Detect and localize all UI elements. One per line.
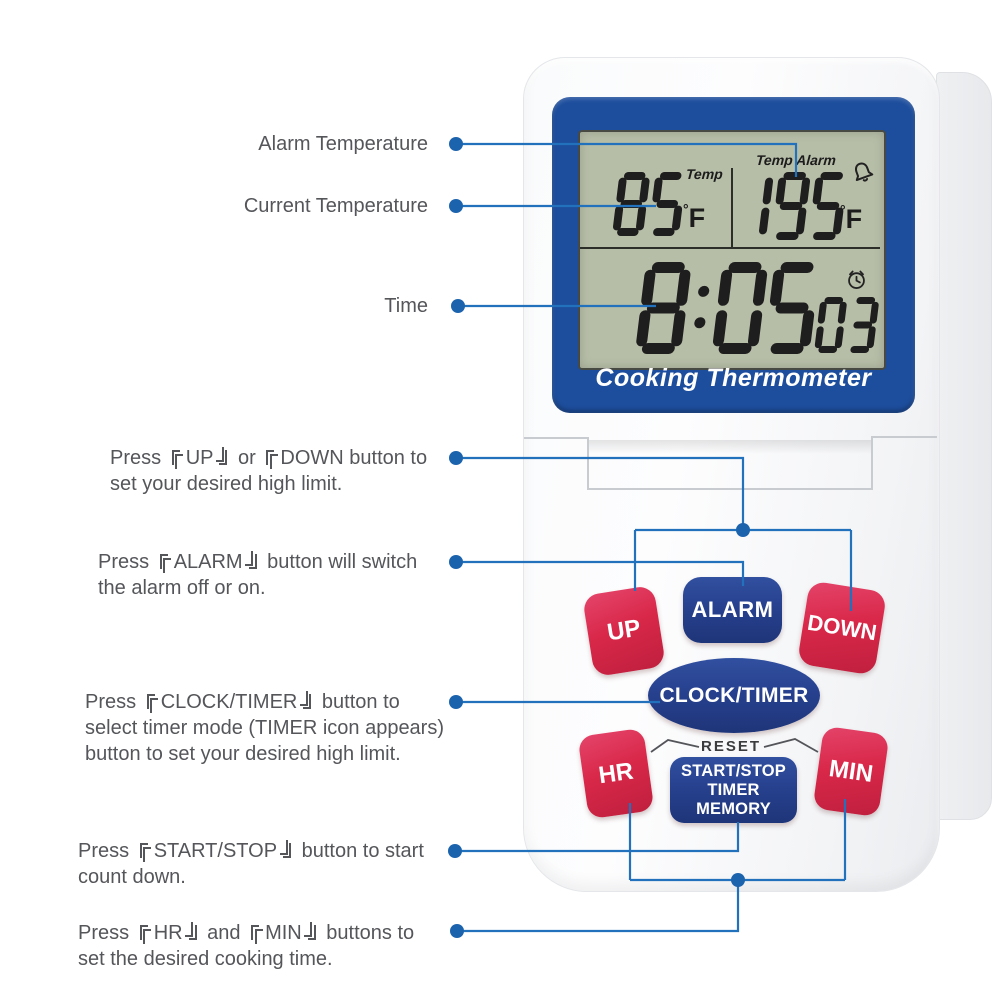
clock-timer-button[interactable]: CLOCK/TIMER xyxy=(648,658,820,733)
annotation-clock-timer-line3: button to set your desired high limit. xyxy=(85,743,401,765)
annotation-clock-timer-line2: select timer mode (TIMER icon appears) xyxy=(85,717,445,739)
annotation-up-down-line1: Press UP or DOWN button to xyxy=(110,446,428,469)
clock-seconds-digits xyxy=(806,297,890,358)
lcd-divider-vertical xyxy=(731,168,733,248)
down-button-label: DOWN xyxy=(805,609,879,646)
hr-button-label: HR xyxy=(596,757,635,789)
alarm-temp-digits xyxy=(726,172,857,245)
display-caption: Cooking Thermometer xyxy=(595,364,872,392)
annotation-hr-min-line1: Press HR and MIN buttons to xyxy=(78,921,415,944)
annotation-clock-timer: Press CLOCK/TIMER button to select timer… xyxy=(85,689,444,767)
annotation-up-down: Press UP or DOWN button to set your desi… xyxy=(110,445,427,497)
up-button[interactable]: UP xyxy=(582,584,666,678)
bell-icon xyxy=(854,162,874,182)
lcd-divider-horizontal xyxy=(580,247,880,249)
annotation-up-down-line2: set your desired high limit. xyxy=(110,473,343,495)
fahrenheit-unit-current: °F xyxy=(683,201,706,233)
down-button[interactable]: DOWN xyxy=(796,580,888,676)
current-temp-digits xyxy=(604,172,696,241)
reset-label: RESET xyxy=(701,738,762,755)
device-back-panel xyxy=(936,72,992,820)
annotation-start-stop-line1: Press START/STOP button to start xyxy=(78,839,424,862)
annotation-current-temperature: Current Temperature xyxy=(243,195,428,217)
start-stop-button[interactable]: START/STOP TIMER MEMORY xyxy=(670,757,797,823)
up-button-label: UP xyxy=(605,614,643,647)
clock-timer-button-label: CLOCK/TIMER xyxy=(659,683,809,707)
alarm-button-label: ALARM xyxy=(691,597,774,622)
min-button-label: MIN xyxy=(827,754,875,788)
annotation-start-stop: Press START/STOP button to start count d… xyxy=(78,838,424,890)
temp-alarm-label: Temp Alarm xyxy=(755,152,837,168)
annotation-alarm-line2: the alarm off or on. xyxy=(98,577,266,599)
alarm-button[interactable]: ALARM xyxy=(683,577,782,643)
annotation-hr-min-line2: set the desired cooking time. xyxy=(78,948,333,970)
annotation-hr-min: Press HR and MIN buttons to set the desi… xyxy=(78,920,414,972)
clock-time-digits xyxy=(627,262,828,359)
start-stop-button-label: START/STOP xyxy=(681,761,786,780)
annotation-alarm: Press ALARM button will switch the alarm… xyxy=(98,549,417,601)
annotation-time: Time xyxy=(384,295,428,317)
hr-button[interactable]: HR xyxy=(577,727,655,820)
alarm-clock-icon xyxy=(848,270,865,289)
min-button[interactable]: MIN xyxy=(812,725,890,818)
annotation-alarm-line1: Press ALARM button will switch xyxy=(98,550,418,573)
annotation-start-stop-line2: count down. xyxy=(78,866,186,888)
timer-memory-label: TIMER MEMORY xyxy=(696,780,771,818)
annotation-clock-timer-line1: Press CLOCK/TIMER button to xyxy=(85,690,400,713)
annotation-alarm-temperature: Alarm Temperature xyxy=(258,133,428,155)
